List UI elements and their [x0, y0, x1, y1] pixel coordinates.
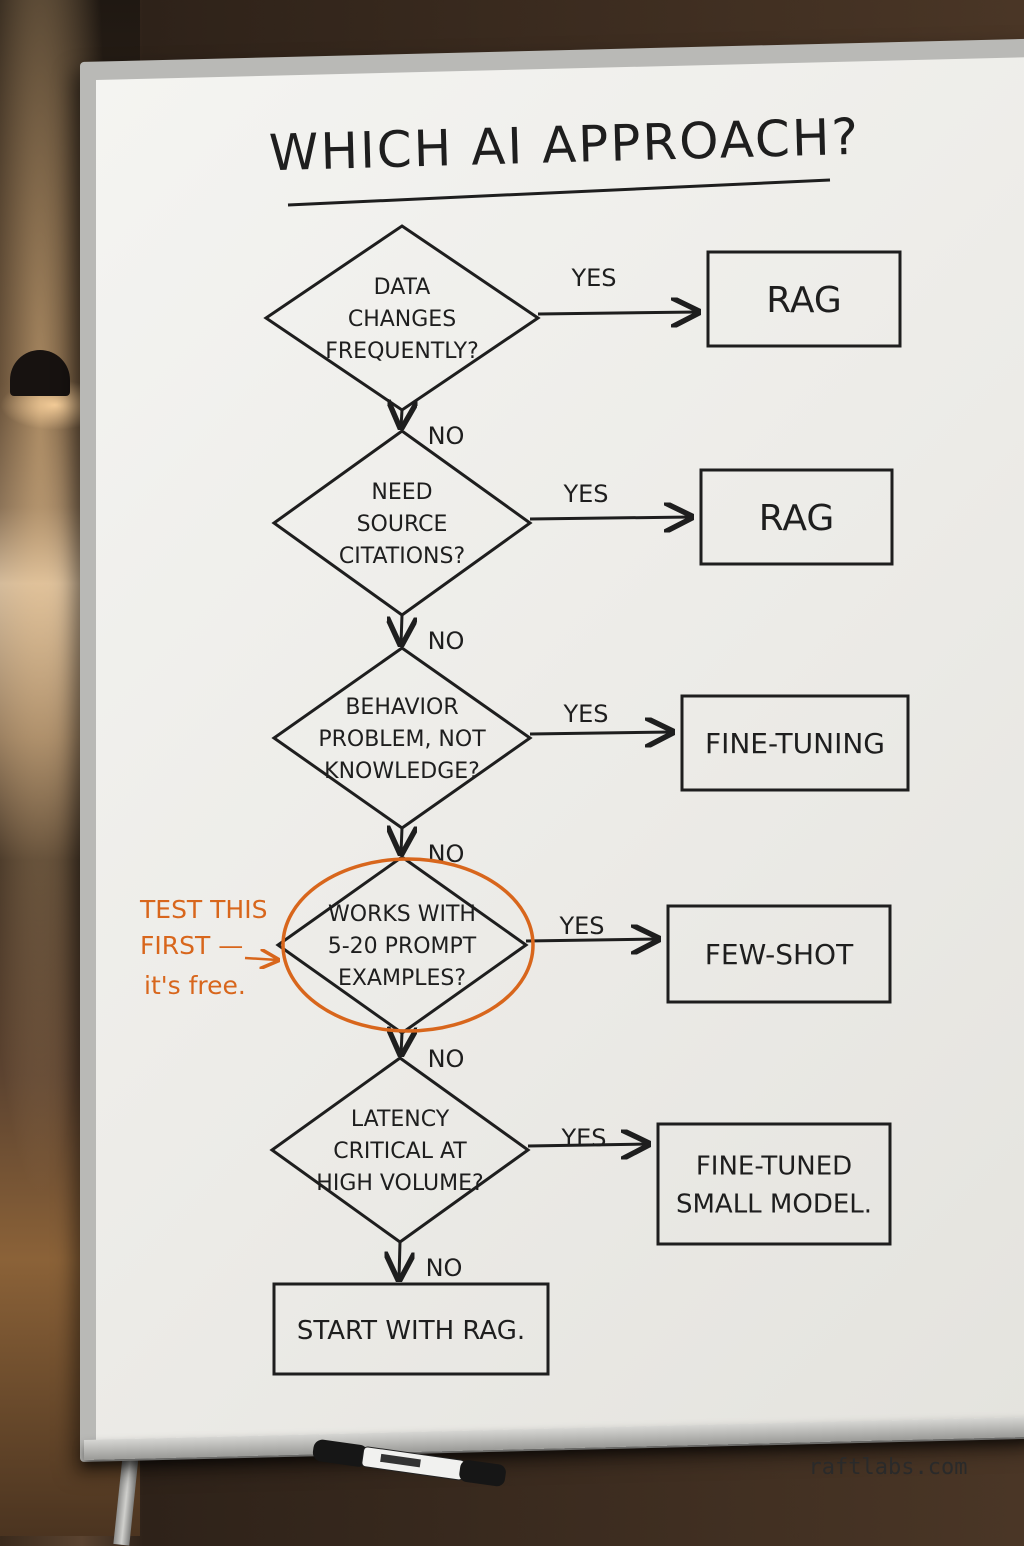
outcome-label: RAG — [766, 280, 841, 321]
decision-text: CITATIONS? — [339, 544, 465, 569]
annotation-line-1: TEST THIS — [139, 895, 267, 924]
decision-text: WORKS WITH — [328, 902, 476, 927]
decision-text: BEHAVIOR — [345, 695, 458, 720]
decision-text: 5-20 PROMPT — [328, 934, 477, 959]
decision-text: NEED — [371, 480, 432, 505]
yes-arrow — [529, 732, 672, 734]
outcome-label: FINE-TUNING — [705, 727, 885, 760]
no-arrow — [401, 828, 402, 853]
highlight-circle — [281, 857, 535, 1033]
decision-text: EXAMPLES? — [338, 966, 466, 991]
yes-label: YES — [558, 912, 604, 940]
outcome-label: SMALL MODEL. — [676, 1189, 872, 1219]
final-box — [272, 1282, 550, 1376]
outcome-label: FEW-SHOT — [705, 938, 854, 971]
no-arrow — [399, 1241, 400, 1279]
decision-text: PROBLEM, NOT — [318, 727, 486, 752]
outcome-box — [666, 904, 892, 1004]
footer-url: raftlabs.com — [809, 1455, 968, 1480]
yes-label: YES — [562, 480, 608, 508]
decision-text: HIGH VOLUME? — [316, 1171, 483, 1196]
annotation-line-3: it's free. — [144, 971, 246, 1000]
yes-label: YES — [560, 1124, 606, 1152]
outcome-box — [680, 694, 910, 792]
outcome-label: FINE-TUNED — [696, 1151, 852, 1181]
final-label: START WITH RAG. — [297, 1316, 525, 1346]
no-label: NO — [428, 422, 465, 450]
flow-group: DATA CHANGES FREQUENTLY? YES RAG NO NEED SOURCE… — [263, 224, 910, 1376]
no-label: NO — [428, 627, 465, 655]
decision-text: LATENCY — [351, 1107, 450, 1132]
yes-arrow — [529, 517, 691, 519]
decision-text: KNOWLEDGE? — [324, 759, 480, 784]
outcome-box — [699, 468, 894, 566]
no-label: NO — [426, 1254, 463, 1282]
annotation: TEST THIS FIRST — it's free. — [139, 857, 535, 1033]
annotation-arrow — [244, 958, 278, 960]
decision-text: CRITICAL AT — [333, 1139, 467, 1164]
decision-text: SOURCE — [357, 512, 448, 537]
no-arrow — [401, 1033, 402, 1054]
outcome-box — [706, 250, 902, 348]
yes-arrow — [537, 312, 698, 314]
page-title: WHICH AI APPROACH? — [268, 108, 861, 182]
no-arrow — [401, 614, 402, 644]
title-underline — [287, 178, 831, 207]
marker-pen — [312, 1439, 506, 1487]
decision-text: CHANGES — [348, 307, 456, 332]
yes-label: YES — [562, 700, 608, 728]
yes-label: YES — [570, 264, 616, 292]
decision-text: FREQUENTLY? — [325, 339, 479, 364]
yes-arrow — [527, 1144, 648, 1146]
outcome-label: RAG — [759, 498, 834, 539]
yes-arrow — [525, 939, 658, 941]
annotation-line-2: FIRST — — [140, 931, 243, 960]
pendant-lamp — [10, 350, 70, 396]
decision-text: DATA — [374, 275, 431, 300]
outcome-box — [656, 1122, 892, 1246]
no-arrow — [401, 410, 402, 427]
no-label: NO — [428, 1045, 465, 1073]
